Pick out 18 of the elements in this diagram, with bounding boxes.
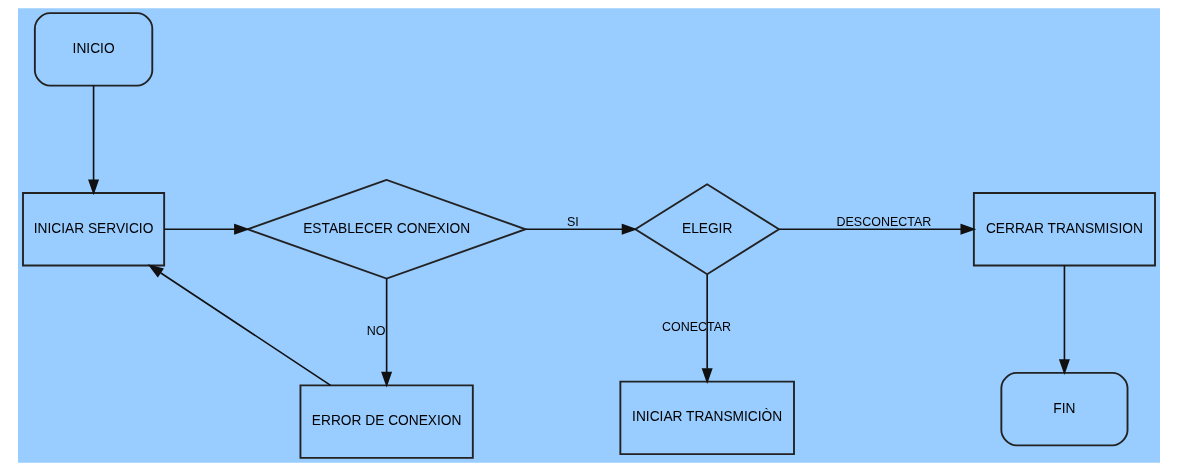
arrow bbox=[778, 223, 976, 235]
node-box: FIN bbox=[999, 371, 1128, 447]
arrow bbox=[1058, 264, 1070, 376]
edge-label: NO bbox=[366, 324, 385, 339]
node-box: INICIAR TRANSMICIÒN bbox=[618, 380, 795, 456]
edge-label: SI bbox=[566, 214, 579, 229]
node-box: INICIO bbox=[33, 12, 153, 87]
arrow bbox=[87, 84, 99, 196]
arrow bbox=[163, 223, 250, 235]
arrow bbox=[147, 264, 331, 387]
arrow bbox=[380, 278, 392, 388]
node-box: ERROR DE CONEXION bbox=[299, 384, 474, 459]
node-box: INICIAR SERVICIO bbox=[21, 192, 165, 267]
edge-label: DESCONECTAR bbox=[836, 214, 931, 229]
node-diamond: ELEGIR bbox=[633, 183, 781, 276]
node-box: CERRAR TRANSMISION bbox=[972, 192, 1156, 267]
arrow bbox=[701, 273, 713, 384]
arrow bbox=[524, 223, 637, 235]
